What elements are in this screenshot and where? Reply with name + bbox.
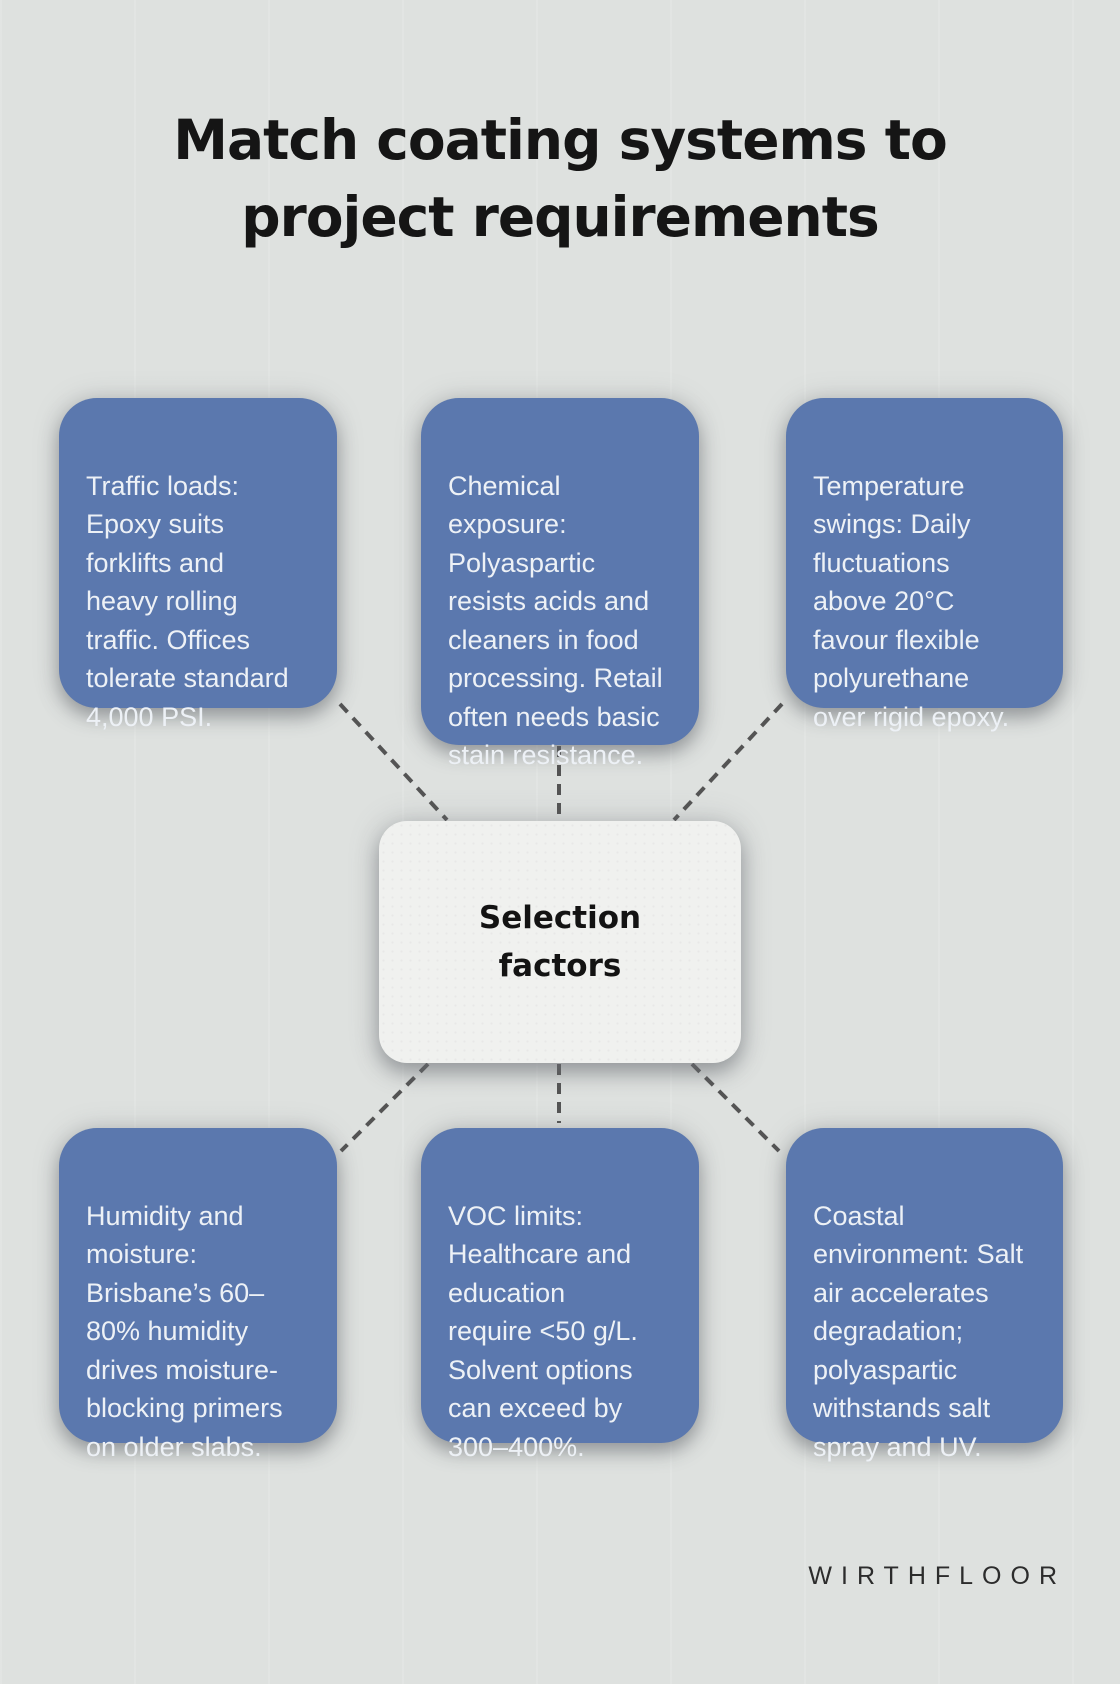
connector-center-to-humidity [339, 1062, 430, 1153]
factor-text-coastal-environment: Coastal environment: Salt air accelerate… [813, 1200, 1024, 1462]
factor-box-temperature-swings: Temperature swings: Daily fluctuations a… [786, 398, 1063, 732]
page-title-line-1: Match coating systems to [173, 108, 948, 172]
factor-box-traffic-loads: Traffic loads: Epoxy suits forklifts and… [59, 398, 337, 732]
brand-logo: WIRTHFLOOR [808, 1562, 1066, 1590]
center-node-label: Selection factors [478, 900, 642, 984]
factor-text-chemical-exposure: Chemical exposure: Polyaspartic resists … [448, 470, 663, 771]
factor-box-voc-limits: VOC limits: Healthcare and education req… [421, 1128, 699, 1462]
connector-temperature-to-center [672, 702, 784, 822]
factor-box-chemical-exposure: Chemical exposure: Polyaspartic resists … [421, 398, 699, 770]
page-title-line-2: project requirements [241, 185, 880, 249]
factor-text-temperature-swings: Temperature swings: Daily fluctuations a… [813, 470, 1010, 732]
factor-box-humidity-moisture: Humidity and moisture: Brisbane’s 60– 80… [59, 1128, 337, 1462]
factor-box-coastal-environment: Coastal environment: Salt air accelerate… [786, 1128, 1063, 1462]
factor-text-voc-limits: VOC limits: Healthcare and education req… [448, 1200, 638, 1462]
connector-traffic-to-center [338, 702, 449, 822]
page-title: Match coating systems to project require… [0, 102, 1120, 256]
factor-text-humidity-moisture: Humidity and moisture: Brisbane’s 60– 80… [86, 1200, 283, 1462]
factor-text-traffic-loads: Traffic loads: Epoxy suits forklifts and… [86, 470, 289, 732]
connector-center-to-coastal [690, 1062, 781, 1153]
center-node-selection-factors: Selection factors [379, 821, 741, 1063]
